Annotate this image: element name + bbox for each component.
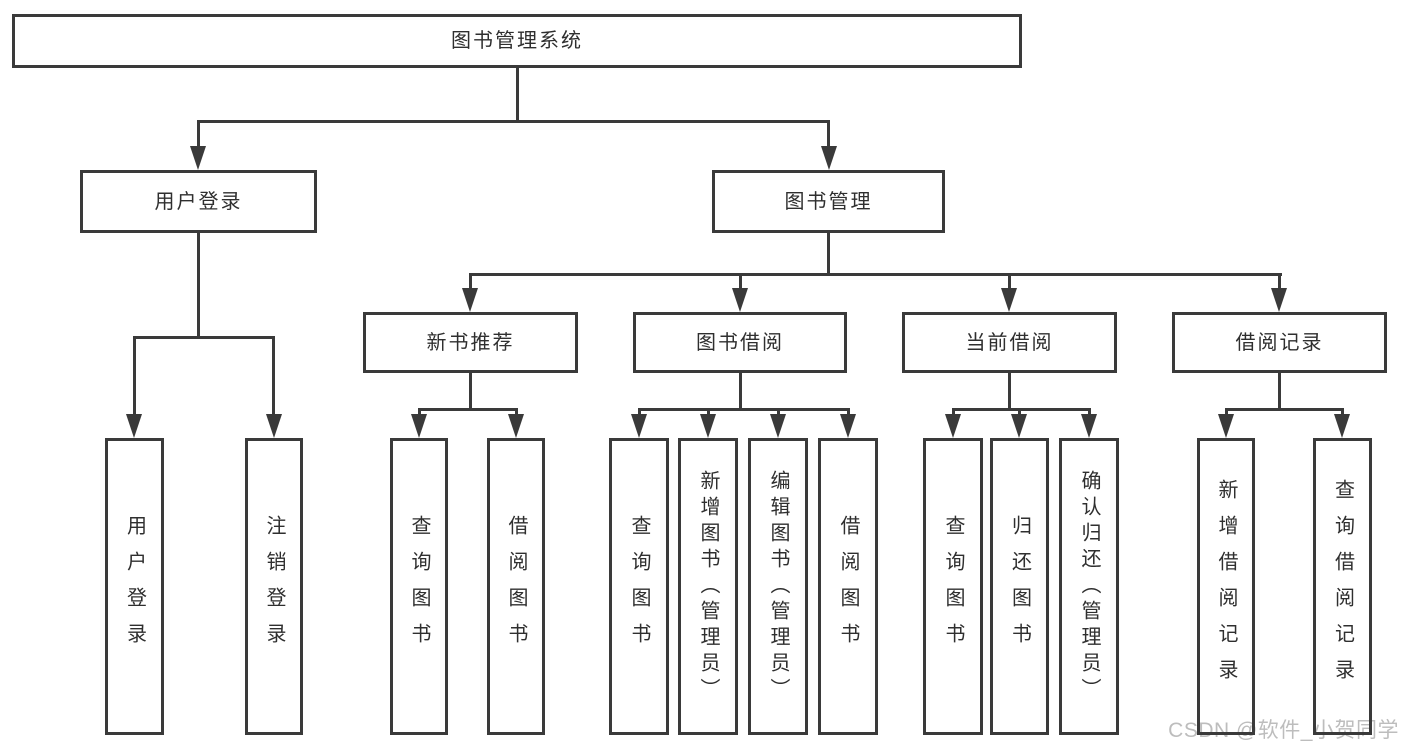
arrowhead-down-icon [508,414,524,438]
node-current-borrowing-label: 当前借阅 [965,331,1054,354]
connector-drop [418,408,421,416]
connector-root-stem [516,68,519,122]
connector-drop [638,408,641,416]
leaf-query-books-current-label: 查询图书 [942,514,964,659]
leaf-borrow-books-recommend-label: 借阅图书 [505,514,527,659]
leaf-user-login-label: 用户登录 [123,514,146,659]
arrowhead-down-icon [1218,414,1234,438]
arrowhead-down-icon [770,414,786,438]
connector-to-book-borrowing [739,273,742,290]
connector-borrowing-records-stem [1278,373,1281,410]
node-root-label: 图书管理系统 [451,30,583,52]
arrowhead-down-icon [411,414,427,438]
leaf-query-books-recommend-label: 查询图书 [408,514,430,659]
connector-to-leaf-logout [272,336,275,416]
connector-root-elbow [197,120,830,123]
leaf-query-books-borrowing: 查询图书 [609,438,669,735]
connector-new-book-elbow [418,408,518,411]
leaf-edit-books-admin: 编辑图书（管理员） [748,438,808,735]
connector-book-borrowing-stem [739,373,742,410]
watermark: CSDN @软件_小贺同学 [1168,719,1399,742]
node-borrowing-records-label: 借阅记录 [1235,331,1324,354]
arrowhead-down-icon [1081,414,1097,438]
leaf-query-borrow-record: 查询借阅记录 [1313,438,1372,735]
arrowhead-down-icon [732,288,748,312]
arrowhead-down-icon [821,146,837,170]
node-current-borrowing: 当前借阅 [902,312,1117,373]
connector-to-book-management [827,120,830,148]
connector-current-borrowing-stem [1008,373,1011,410]
arrowhead-down-icon [1001,288,1017,312]
arrowhead-down-icon [631,414,647,438]
arrowhead-down-icon [1271,288,1287,312]
node-new-book-recommend: 新书推荐 [363,312,578,373]
arrowhead-down-icon [126,414,142,438]
leaf-borrow-books: 借阅图书 [818,438,878,735]
connector-book-borrowing-elbow [638,408,850,411]
connector-to-borrowing-records [1278,273,1281,290]
connector-book-management-stem [827,233,830,275]
leaf-add-borrow-record: 新增借阅记录 [1197,438,1255,735]
node-new-book-recommend-label: 新书推荐 [426,331,515,354]
connector-drop [777,408,780,416]
node-book-management-label: 图书管理 [784,190,873,213]
connector-new-book-stem [469,373,472,410]
connector-drop [847,408,850,416]
node-borrowing-records: 借阅记录 [1172,312,1387,373]
arrowhead-down-icon [840,414,856,438]
leaf-query-books-recommend: 查询图书 [390,438,448,735]
connector-drop [952,408,955,416]
leaf-return-books: 归还图书 [990,438,1049,735]
arrowhead-down-icon [1334,414,1350,438]
node-root: 图书管理系统 [12,14,1022,68]
leaf-confirm-return-admin: 确认归还（管理员） [1059,438,1119,735]
arrowhead-down-icon [190,146,206,170]
connector-drop [1018,408,1021,416]
leaf-confirm-return-admin-label: 确认归还（管理员） [1078,469,1100,704]
connector-drop [1088,408,1091,416]
connector-to-leaf-user-login [133,336,136,416]
leaf-borrow-books-recommend: 借阅图书 [487,438,545,735]
leaf-add-borrow-record-label: 新增借阅记录 [1215,478,1237,695]
leaf-logout-label: 注销登录 [263,514,285,659]
node-book-management: 图书管理 [712,170,945,233]
leaf-borrow-books-label: 借阅图书 [837,514,859,659]
connector-to-new-book [469,273,472,290]
leaf-return-books-label: 归还图书 [1008,514,1031,659]
connector-drop [1341,408,1344,416]
leaf-add-books-admin-label: 新增图书（管理员） [697,469,719,704]
leaf-query-books-current: 查询图书 [923,438,983,735]
connector-book-management-elbow [469,273,1282,276]
node-book-borrowing-label: 图书借阅 [696,331,784,354]
arrowhead-down-icon [462,288,478,312]
node-book-borrowing: 图书借阅 [633,312,847,373]
leaf-logout: 注销登录 [245,438,303,735]
arrowhead-down-icon [945,414,961,438]
connector-user-login-stem [197,233,200,338]
connector-drop [515,408,518,416]
leaf-query-borrow-record-label: 查询借阅记录 [1331,478,1354,695]
leaf-user-login: 用户登录 [105,438,164,735]
connector-to-current-borrowing [1008,273,1011,290]
leaf-edit-books-admin-label: 编辑图书（管理员） [767,469,789,704]
leaf-query-books-borrowing-label: 查询图书 [628,514,650,659]
arrowhead-down-icon [1011,414,1027,438]
arrowhead-down-icon [266,414,282,438]
connector-drop [707,408,710,416]
leaf-add-books-admin: 新增图书（管理员） [678,438,738,735]
connector-drop [1225,408,1228,416]
connector-borrowing-records-elbow [1225,408,1344,411]
connector-to-user-login [197,120,200,148]
connector-current-borrowing-elbow [952,408,1091,411]
node-user-login: 用户登录 [80,170,317,233]
arrowhead-down-icon [700,414,716,438]
node-user-login-label: 用户登录 [154,190,243,213]
connector-user-login-elbow [133,336,275,339]
